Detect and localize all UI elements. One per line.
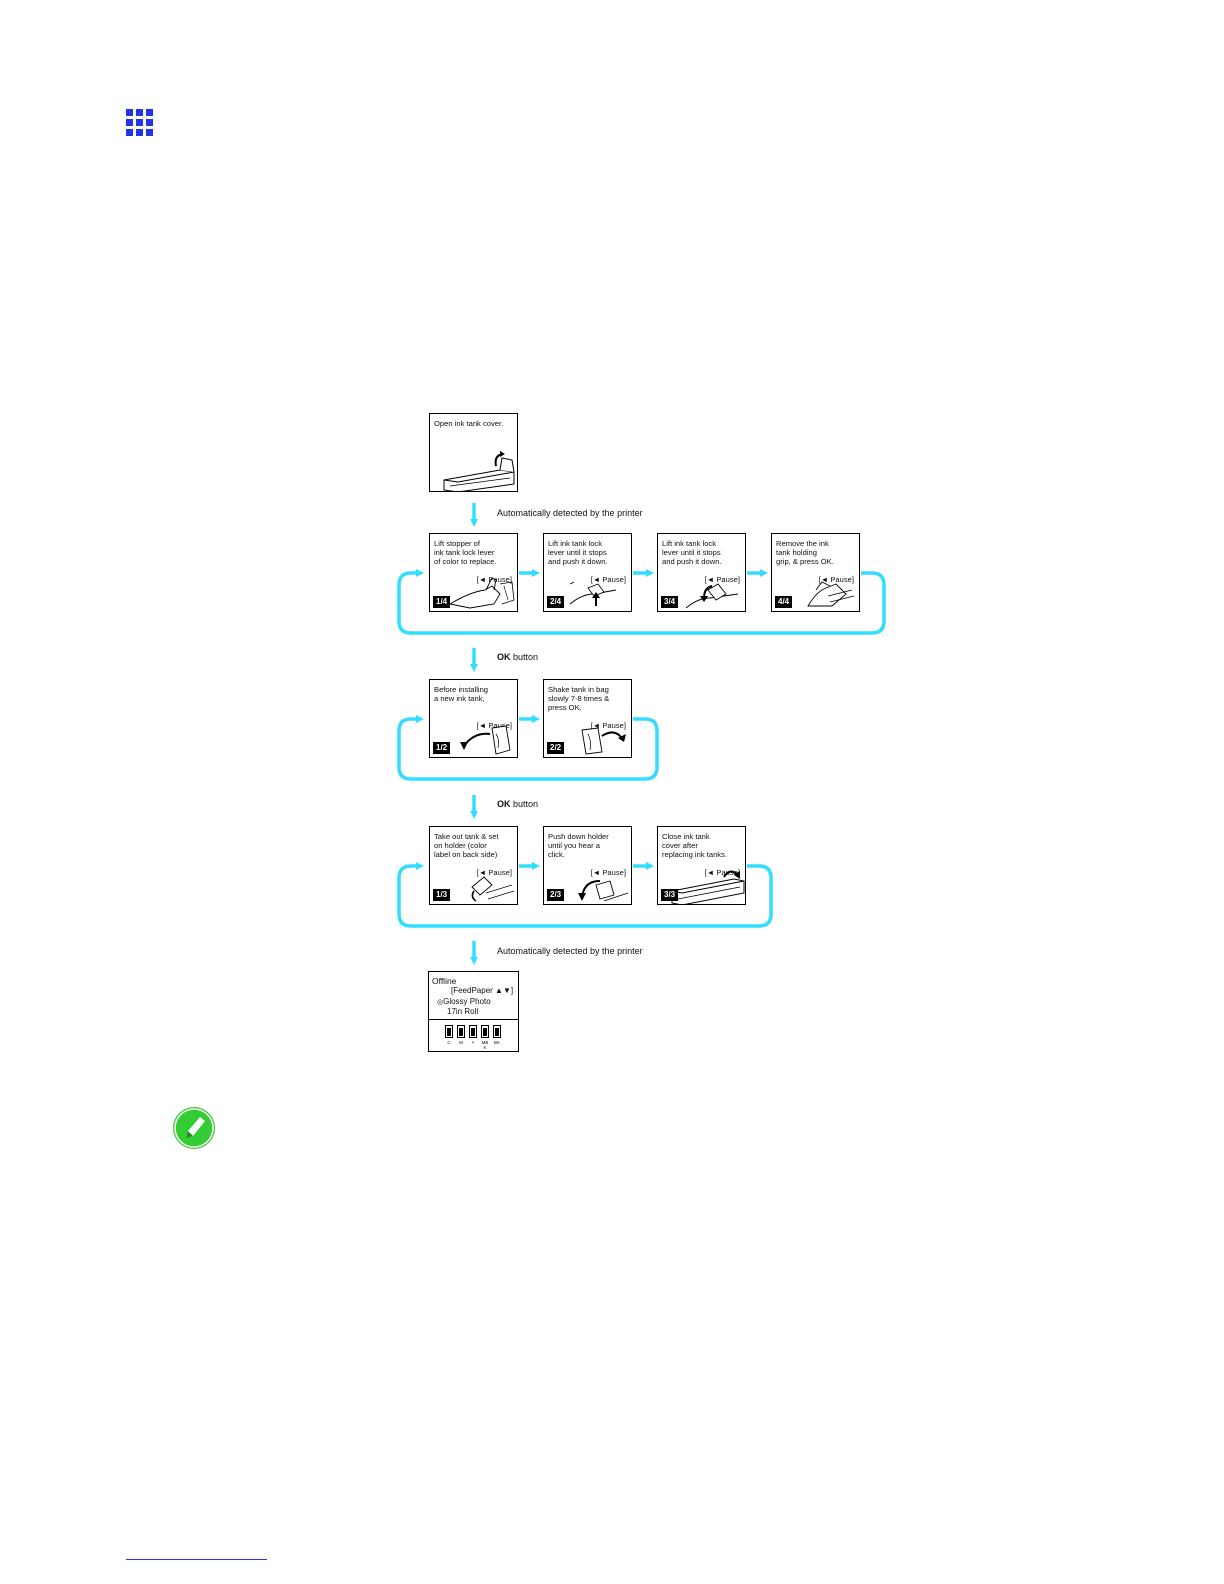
status-line-offline: Offline (432, 976, 457, 986)
step-badge: 1/3 (433, 889, 451, 901)
grid-icon (126, 109, 154, 137)
screen-open-cover: Open ink tank cover. (429, 413, 518, 492)
pause-label: [◄ Pause] (818, 575, 854, 584)
screen-step-1-of-4: Lift stopper of ink tank lock lever of c… (429, 533, 518, 612)
pencil-note-icon (173, 1107, 215, 1149)
screen-message: Remove the ink tank holding grip, & pres… (776, 539, 834, 566)
footer-link[interactable] (126, 1559, 267, 1560)
screen-message: Push down holder until you hear a click. (548, 832, 609, 859)
ink-label-c: C (447, 1040, 451, 1045)
loop-row-1 (397, 569, 886, 635)
grip-illustration (807, 581, 855, 607)
label-auto-detected-2: Automatically detected by the printer (497, 946, 643, 956)
ink-label-mbk: MBK (481, 1040, 489, 1050)
shake-tank-illustration (460, 725, 511, 755)
set-holder-illustration (471, 876, 515, 902)
screen-status-offline: Offline [FeedPaper ▲▼] ◎Glossy Photo 17i… (428, 971, 519, 1052)
ink-level-y (469, 1025, 477, 1038)
shake-tank-illustration (581, 727, 626, 755)
status-line-feedpaper: [FeedPaper ▲▼] (451, 986, 514, 995)
pause-label: [◄ Pause] (476, 721, 512, 730)
screen-message: Close ink tank cover after replacing ink… (662, 832, 728, 859)
screen-step-2-of-3: Push down holder until you hear a click.… (543, 826, 632, 905)
screen-message: Lift ink tank lock lever until it stops … (662, 539, 722, 566)
roll-icon: ◎ (437, 999, 444, 1006)
ink-level-bk (493, 1025, 501, 1038)
pause-label: [◄ Pause] (476, 868, 512, 877)
label-ok-button-1: OK button (497, 652, 539, 662)
step-badge: 4/4 (775, 596, 793, 608)
loop-row-3 (397, 862, 773, 928)
ink-label-m: M (459, 1040, 463, 1045)
status-line-media: ◎Glossy Photo (437, 997, 491, 1006)
hand-illustration (448, 577, 515, 609)
status-divider (429, 1019, 518, 1020)
step-badge: 3/4 (661, 596, 679, 608)
step-badge: 2/4 (547, 596, 565, 608)
screen-step-1-of-2: Before installing a new ink tank, [◄ Pau… (429, 679, 518, 758)
label-ok-button-2: OK button (497, 799, 539, 809)
ink-level-mbk (481, 1025, 489, 1038)
ink-level-m (457, 1025, 465, 1038)
screen-step-2-of-2: Shake tank in bag slowly 7-8 times & pre… (543, 679, 632, 758)
pause-label: [◄ Pause] (704, 868, 740, 877)
step-badge: 3/3 (661, 889, 679, 901)
step-badge: 2/2 (547, 742, 565, 754)
screen-step-2-of-4: Lift ink tank lock lever until it stops … (543, 533, 632, 612)
loop-row-2 (397, 715, 659, 781)
screen-message: Take out tank & set on holder (color lab… (434, 832, 499, 859)
lever-illustration (569, 581, 617, 606)
screen-step-1-of-3: Take out tank & set on holder (color lab… (429, 826, 518, 905)
ink-level-c (445, 1025, 453, 1038)
printer-illustration (443, 451, 515, 491)
push-holder-illustration (578, 880, 629, 902)
screen-message: Lift ink tank lock lever until it stops … (548, 539, 608, 566)
screen-step-3-of-3: Close ink tank cover after replacing ink… (657, 826, 746, 905)
pause-label: [◄ Pause] (590, 868, 626, 877)
step-badge: 1/4 (433, 596, 451, 608)
lever-illustration (685, 583, 739, 609)
step-badge: 1/2 (433, 742, 451, 754)
screen-message: Shake tank in bag slowly 7-8 times & pre… (548, 685, 610, 712)
screen-message: Open ink tank cover. (434, 419, 504, 428)
pause-label: [◄ Pause] (590, 575, 626, 584)
pause-label: [◄ Pause] (704, 575, 740, 584)
status-line-roll: 17in Roll (447, 1007, 479, 1016)
screen-step-3-of-4: Lift ink tank lock lever until it stops … (657, 533, 746, 612)
screen-message: Before installing a new ink tank, (434, 685, 489, 703)
pause-label: [◄ Pause] (590, 721, 626, 730)
screen-message: Lift stopper of ink tank lock lever of c… (434, 539, 497, 566)
ink-label-y: Y (471, 1040, 475, 1045)
step-badge: 2/3 (547, 889, 565, 901)
screen-step-4-of-4: Remove the ink tank holding grip, & pres… (771, 533, 860, 612)
printer-illustration (671, 870, 745, 904)
label-auto-detected-1: Automatically detected by the printer (497, 508, 643, 518)
ink-label-bk: BK (493, 1040, 500, 1045)
